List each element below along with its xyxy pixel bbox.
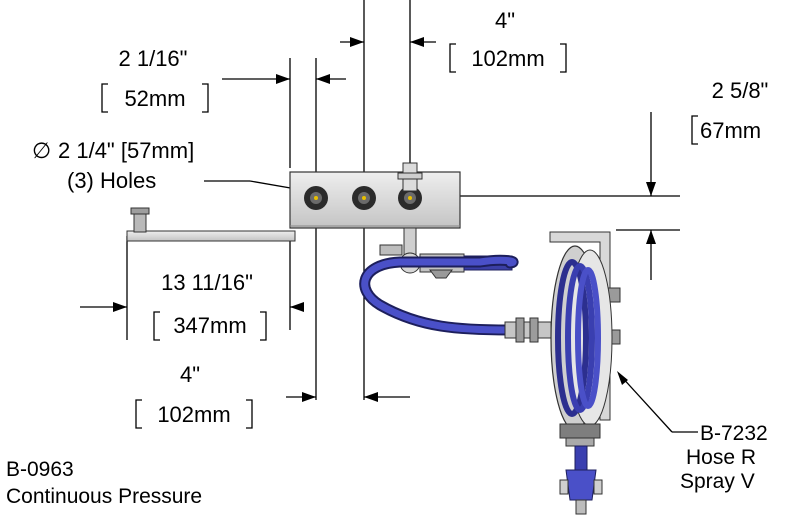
dim-overall-mm: 347mm bbox=[173, 313, 246, 338]
reel-line2: Hose R bbox=[686, 446, 756, 469]
spray-valve bbox=[559, 445, 603, 515]
dim-top-right-mm: 102mm bbox=[471, 46, 544, 71]
model-number: B-0963 bbox=[6, 458, 74, 481]
reel-part-number: B-7232 bbox=[700, 422, 768, 445]
dim-top-right-mm-group: 102mm bbox=[449, 43, 567, 73]
diameter-symbol: ∅ bbox=[32, 138, 51, 163]
dim-right-mm-group: 67mm bbox=[691, 115, 761, 145]
valve-assembly bbox=[379, 227, 513, 279]
hole-fitting-1 bbox=[304, 186, 328, 210]
hose bbox=[359, 254, 552, 343]
hole-fitting-3 bbox=[398, 186, 422, 210]
valve-box bbox=[289, 162, 461, 229]
dim-top-left-inch: 2 1/16" bbox=[119, 46, 188, 71]
dim-top-left-mm-group: 52mm bbox=[101, 83, 209, 113]
dim-right-mm: 67mm bbox=[700, 118, 761, 143]
dim-overall-inch: 13 11/16" bbox=[161, 270, 253, 295]
model-description: Continuous Pressure bbox=[6, 485, 202, 508]
dim-top-right-inch: 4" bbox=[495, 8, 515, 33]
dim-top-left-mm: 52mm bbox=[124, 86, 185, 111]
reel-line3: Spray V bbox=[680, 470, 755, 493]
holes-diameter: 2 1/4" [57mm] bbox=[58, 138, 194, 163]
dim-right-inch: 2 5/8" bbox=[712, 78, 769, 103]
mounting-bracket bbox=[126, 207, 296, 242]
dim-bottom-mm-group: 102mm bbox=[135, 399, 253, 429]
dim-bottom-mm: 102mm bbox=[157, 402, 230, 427]
dim-bottom-inch: 4" bbox=[180, 362, 200, 387]
hose-reel bbox=[549, 231, 621, 447]
hole-fitting-2 bbox=[352, 186, 376, 210]
holes-count: (3) Holes bbox=[67, 168, 156, 193]
hose-coils bbox=[555, 259, 601, 417]
dim-overall-mm-group: 347mm bbox=[153, 311, 267, 341]
